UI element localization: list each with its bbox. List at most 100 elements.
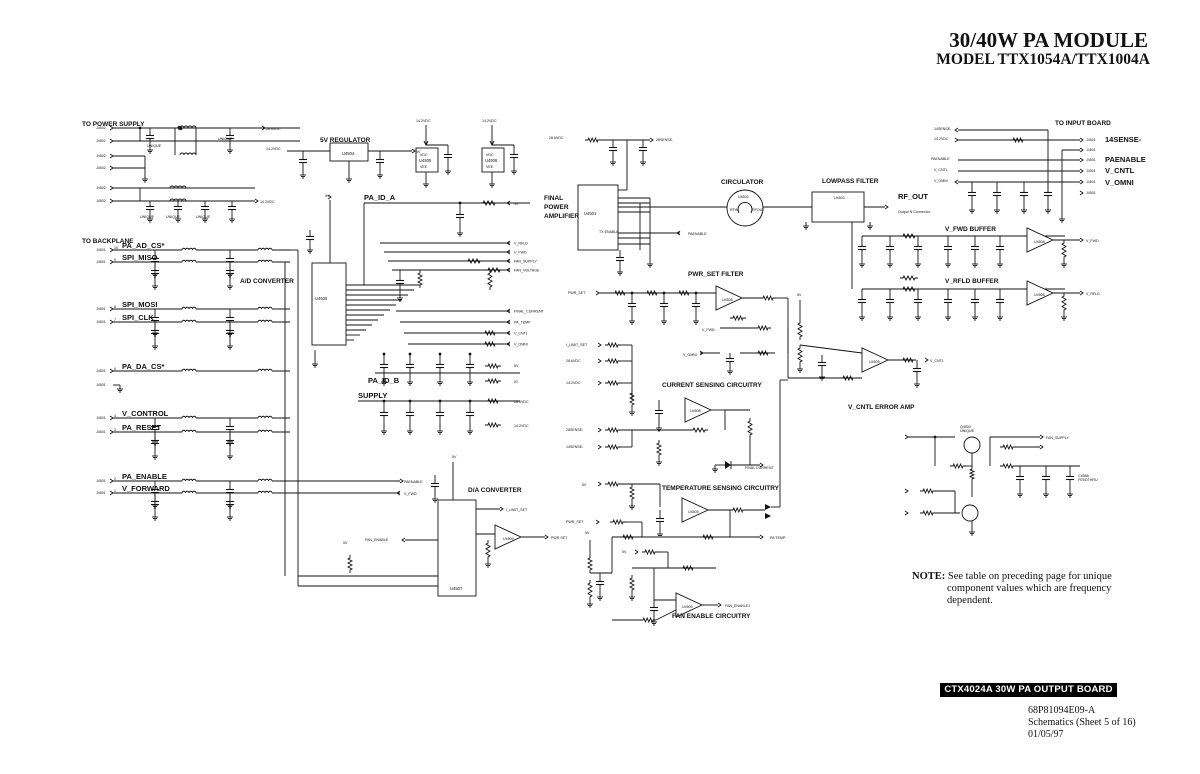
- note-label: NOTE:: [912, 571, 946, 582]
- net-v-fwd: V_FWD: [1086, 239, 1099, 243]
- wire: [506, 267, 511, 273]
- net-pwr-set: PWR_SET: [568, 291, 586, 295]
- adc-net-fan-supply: FAN_SUPPLY: [514, 260, 538, 264]
- inductor: [257, 415, 273, 419]
- rail-label: 14.2VDC: [416, 119, 431, 123]
- wire: [485, 540, 491, 560]
- net-v-cntl: V_CNTL: [934, 168, 948, 172]
- inductor: [181, 306, 197, 310]
- inductor: [181, 415, 197, 419]
- wire: [900, 232, 918, 240]
- wire: [109, 185, 114, 191]
- wire: [634, 549, 639, 555]
- net-14sense: 14SENSE-: [934, 127, 952, 131]
- adc-net-v-cntl: V_CNTL: [514, 332, 528, 336]
- junction-dot: [438, 352, 442, 356]
- ic-ref: U4506: [485, 158, 498, 163]
- wire: [620, 533, 636, 541]
- section-title-final-pa: POWER: [544, 204, 569, 211]
- op-amp: [681, 497, 710, 523]
- wire: [954, 179, 959, 185]
- wire: [968, 466, 976, 482]
- wire: [506, 200, 511, 206]
- rail-label: 28.6VDC: [266, 127, 281, 131]
- wire: [610, 518, 626, 526]
- connector-label: J4502: [96, 186, 106, 190]
- backplane-signal-spi-mosi: SPI_MOSI: [122, 300, 157, 309]
- note-line-1: See table on preceding page for unique: [947, 571, 1112, 582]
- wire: [605, 341, 621, 349]
- connector-label: J4501: [96, 491, 106, 495]
- wire: [1079, 168, 1084, 174]
- junction-dot: [408, 352, 412, 356]
- wire: [109, 478, 114, 484]
- wire: [755, 349, 771, 357]
- pin-number: 1: [114, 489, 116, 493]
- connector-label: J4501: [96, 430, 106, 434]
- op-amp: [1026, 280, 1055, 306]
- wire: [628, 484, 636, 502]
- backplane-signal-spi-miso: SPI_MISO: [122, 253, 158, 262]
- wire: [730, 506, 746, 514]
- connector-label: J4501: [1086, 191, 1096, 195]
- cap-value: UNIQUE: [140, 215, 155, 219]
- adc-net-pa-temp: PA_TEMP: [514, 321, 531, 325]
- wire: [109, 306, 114, 312]
- mosfet-symbol: [963, 436, 981, 454]
- wire: [747, 418, 753, 438]
- net-v-omni: V_OMNI: [934, 179, 948, 183]
- wire: [900, 356, 916, 364]
- wire: [597, 427, 602, 433]
- wire: [1061, 293, 1067, 313]
- cap-value: UNIQUE: [218, 137, 233, 141]
- wire: [109, 247, 114, 253]
- inductor: [181, 259, 197, 263]
- net-v-fwd: V_FWD: [702, 328, 715, 332]
- wire: [700, 533, 716, 541]
- section-title-lowpass-filter: LOWPASS FILTER: [822, 178, 879, 185]
- backplane-signal-pa-ad-cs-: PA_AD_CS*: [122, 241, 164, 250]
- section-title-ad-converter: A/D CONVERTER: [240, 278, 294, 285]
- wire: [605, 357, 621, 365]
- pin-label: VDC: [486, 153, 494, 157]
- document-info: 68P81094E09-A Schematics (Sheet 5 of 16)…: [1028, 705, 1136, 741]
- wire: [1079, 190, 1084, 196]
- diode: [725, 461, 731, 469]
- inductor: [257, 247, 273, 251]
- rail-label: 5V: [416, 150, 421, 154]
- rail-label: 28.6VDC: [549, 136, 564, 140]
- cap-value: FEEDTHRU: [1078, 478, 1098, 482]
- wire: [1079, 137, 1084, 143]
- junction-dot: [662, 291, 666, 295]
- inductor: [257, 259, 273, 263]
- op-amp-ref: U4508: [1034, 240, 1045, 244]
- op-amp: [1026, 227, 1055, 253]
- wire: [109, 165, 114, 171]
- wire: [401, 537, 406, 543]
- wire: [346, 555, 354, 573]
- wire: [699, 350, 704, 356]
- inductor: [179, 125, 197, 129]
- wire: [506, 308, 511, 314]
- wire: [759, 462, 764, 468]
- wire: [487, 270, 493, 290]
- backplane-signal-spi-clk: SPI_CLK: [122, 313, 154, 322]
- vdc-ic: [415, 147, 439, 173]
- junction-dot: [382, 352, 386, 356]
- ic-ref: U4502: [738, 195, 749, 199]
- schematic-title: 30/40W PA MODULE: [949, 28, 1148, 52]
- net-fan-enable1: FAN_ENABLE1: [725, 604, 750, 608]
- connector-label: J4501: [96, 307, 106, 311]
- backplane-signal-pa-reset: PA_RESET: [122, 423, 161, 432]
- diode: [765, 513, 771, 519]
- wire: [649, 137, 654, 143]
- wire: [587, 580, 593, 600]
- pin-number: 6: [114, 367, 116, 371]
- section-title-circulator: CIRCULATOR: [721, 179, 764, 186]
- wire: [904, 510, 909, 516]
- rail-label: 14SENSE-: [566, 445, 584, 449]
- wire: [954, 127, 959, 133]
- pin-number: 8: [114, 305, 116, 309]
- op-amp: [675, 592, 704, 618]
- ic-ref: U4504: [342, 151, 355, 156]
